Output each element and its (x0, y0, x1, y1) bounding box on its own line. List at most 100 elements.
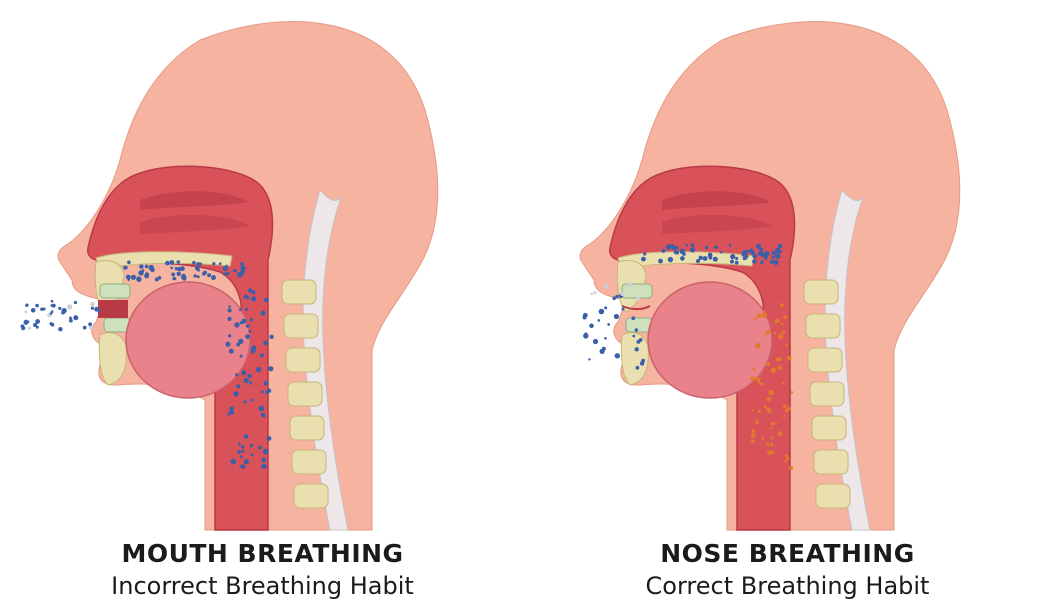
air-particle (174, 278, 177, 281)
air-particle (259, 406, 265, 412)
air-particle (786, 457, 789, 460)
air-particle (764, 405, 767, 408)
air-particle (636, 366, 640, 370)
air-particle (223, 272, 226, 275)
air-particle (269, 335, 273, 339)
air-particle (145, 265, 149, 269)
air-particle (791, 391, 794, 394)
mouth-breathing-panel: MOUTH BREATHING Incorrect Breathing Habi… (0, 0, 525, 612)
air-particle (131, 275, 136, 280)
nose-breathing-caption: NOSE BREATHING Correct Breathing Habit (525, 538, 1050, 602)
air-particle (783, 415, 786, 418)
air-particle (675, 246, 678, 249)
air-particle (207, 273, 211, 277)
air-particle (245, 308, 248, 311)
air-particle (35, 319, 40, 324)
air-particle (773, 260, 778, 265)
air-particle (264, 381, 269, 386)
air-particle (668, 257, 673, 262)
air-particle (177, 272, 181, 276)
air-particle (686, 244, 689, 247)
air-particle (766, 443, 769, 446)
air-particle (743, 256, 747, 260)
air-particle (778, 244, 783, 249)
air-particle (680, 256, 685, 261)
air-particle (784, 460, 787, 463)
air-particle (751, 429, 755, 433)
air-particle (149, 265, 154, 270)
air-particle (753, 368, 756, 371)
air-particle (25, 304, 28, 307)
air-particle (58, 307, 61, 310)
air-particle (126, 275, 131, 280)
air-particle (192, 261, 196, 265)
air-particle (776, 357, 780, 361)
air-particle (641, 257, 646, 262)
panel-title: NOSE BREATHING (525, 538, 1050, 570)
air-particle (171, 273, 175, 277)
air-particle (219, 262, 222, 265)
air-particle (251, 296, 256, 301)
air-particle (750, 376, 755, 381)
air-particle (627, 282, 632, 287)
air-particle (240, 262, 244, 266)
air-particle (67, 304, 72, 309)
air-particle (236, 384, 240, 388)
air-particle (51, 310, 54, 313)
air-particle (58, 327, 62, 331)
air-particle (730, 254, 735, 259)
air-particle (260, 353, 264, 357)
air-particle (751, 439, 755, 443)
air-particle (771, 437, 774, 440)
vertebra (282, 280, 316, 304)
mouth-breathing-caption: MOUTH BREATHING Incorrect Breathing Habi… (0, 538, 525, 602)
air-particle (757, 381, 760, 384)
tongue (126, 282, 250, 398)
nose-breathing-illustration (525, 0, 1050, 540)
air-particle (765, 332, 768, 335)
air-particle (591, 293, 594, 296)
air-particle (742, 254, 745, 257)
air-particle (599, 309, 605, 315)
air-particle (755, 420, 759, 424)
air-particle (604, 337, 607, 340)
air-particle (690, 247, 695, 252)
air-particle (245, 334, 250, 339)
air-particle (165, 261, 170, 266)
air-particle (35, 304, 39, 308)
air-particle (251, 290, 255, 294)
air-particle (781, 330, 785, 334)
air-particle (787, 356, 792, 361)
air-particle (730, 260, 734, 264)
air-particle (705, 246, 708, 249)
air-particle (90, 302, 94, 306)
air-particle (241, 370, 246, 375)
air-particle (770, 443, 773, 446)
upper-teeth (622, 284, 652, 298)
air-particle (83, 326, 87, 330)
air-particle (713, 257, 718, 262)
air-particle (195, 266, 200, 271)
air-particle (241, 265, 246, 270)
air-particle (632, 335, 635, 338)
air-particle (764, 251, 769, 256)
air-particle (751, 433, 756, 438)
air-particle (258, 446, 262, 450)
vertebra (294, 484, 328, 508)
air-particle (228, 305, 231, 308)
air-particle (758, 410, 762, 414)
air-particle (775, 253, 781, 259)
air-particle (756, 244, 761, 249)
air-particle (594, 291, 597, 294)
air-particle (51, 300, 54, 303)
air-particle (233, 391, 238, 396)
air-particle (636, 296, 640, 300)
air-particle (246, 296, 249, 299)
air-particle (263, 341, 268, 346)
air-particle (703, 256, 708, 261)
vertebra (290, 416, 324, 440)
air-particle (169, 260, 174, 265)
air-particle (223, 266, 228, 271)
air-particle (785, 454, 788, 457)
air-particle (783, 404, 787, 408)
